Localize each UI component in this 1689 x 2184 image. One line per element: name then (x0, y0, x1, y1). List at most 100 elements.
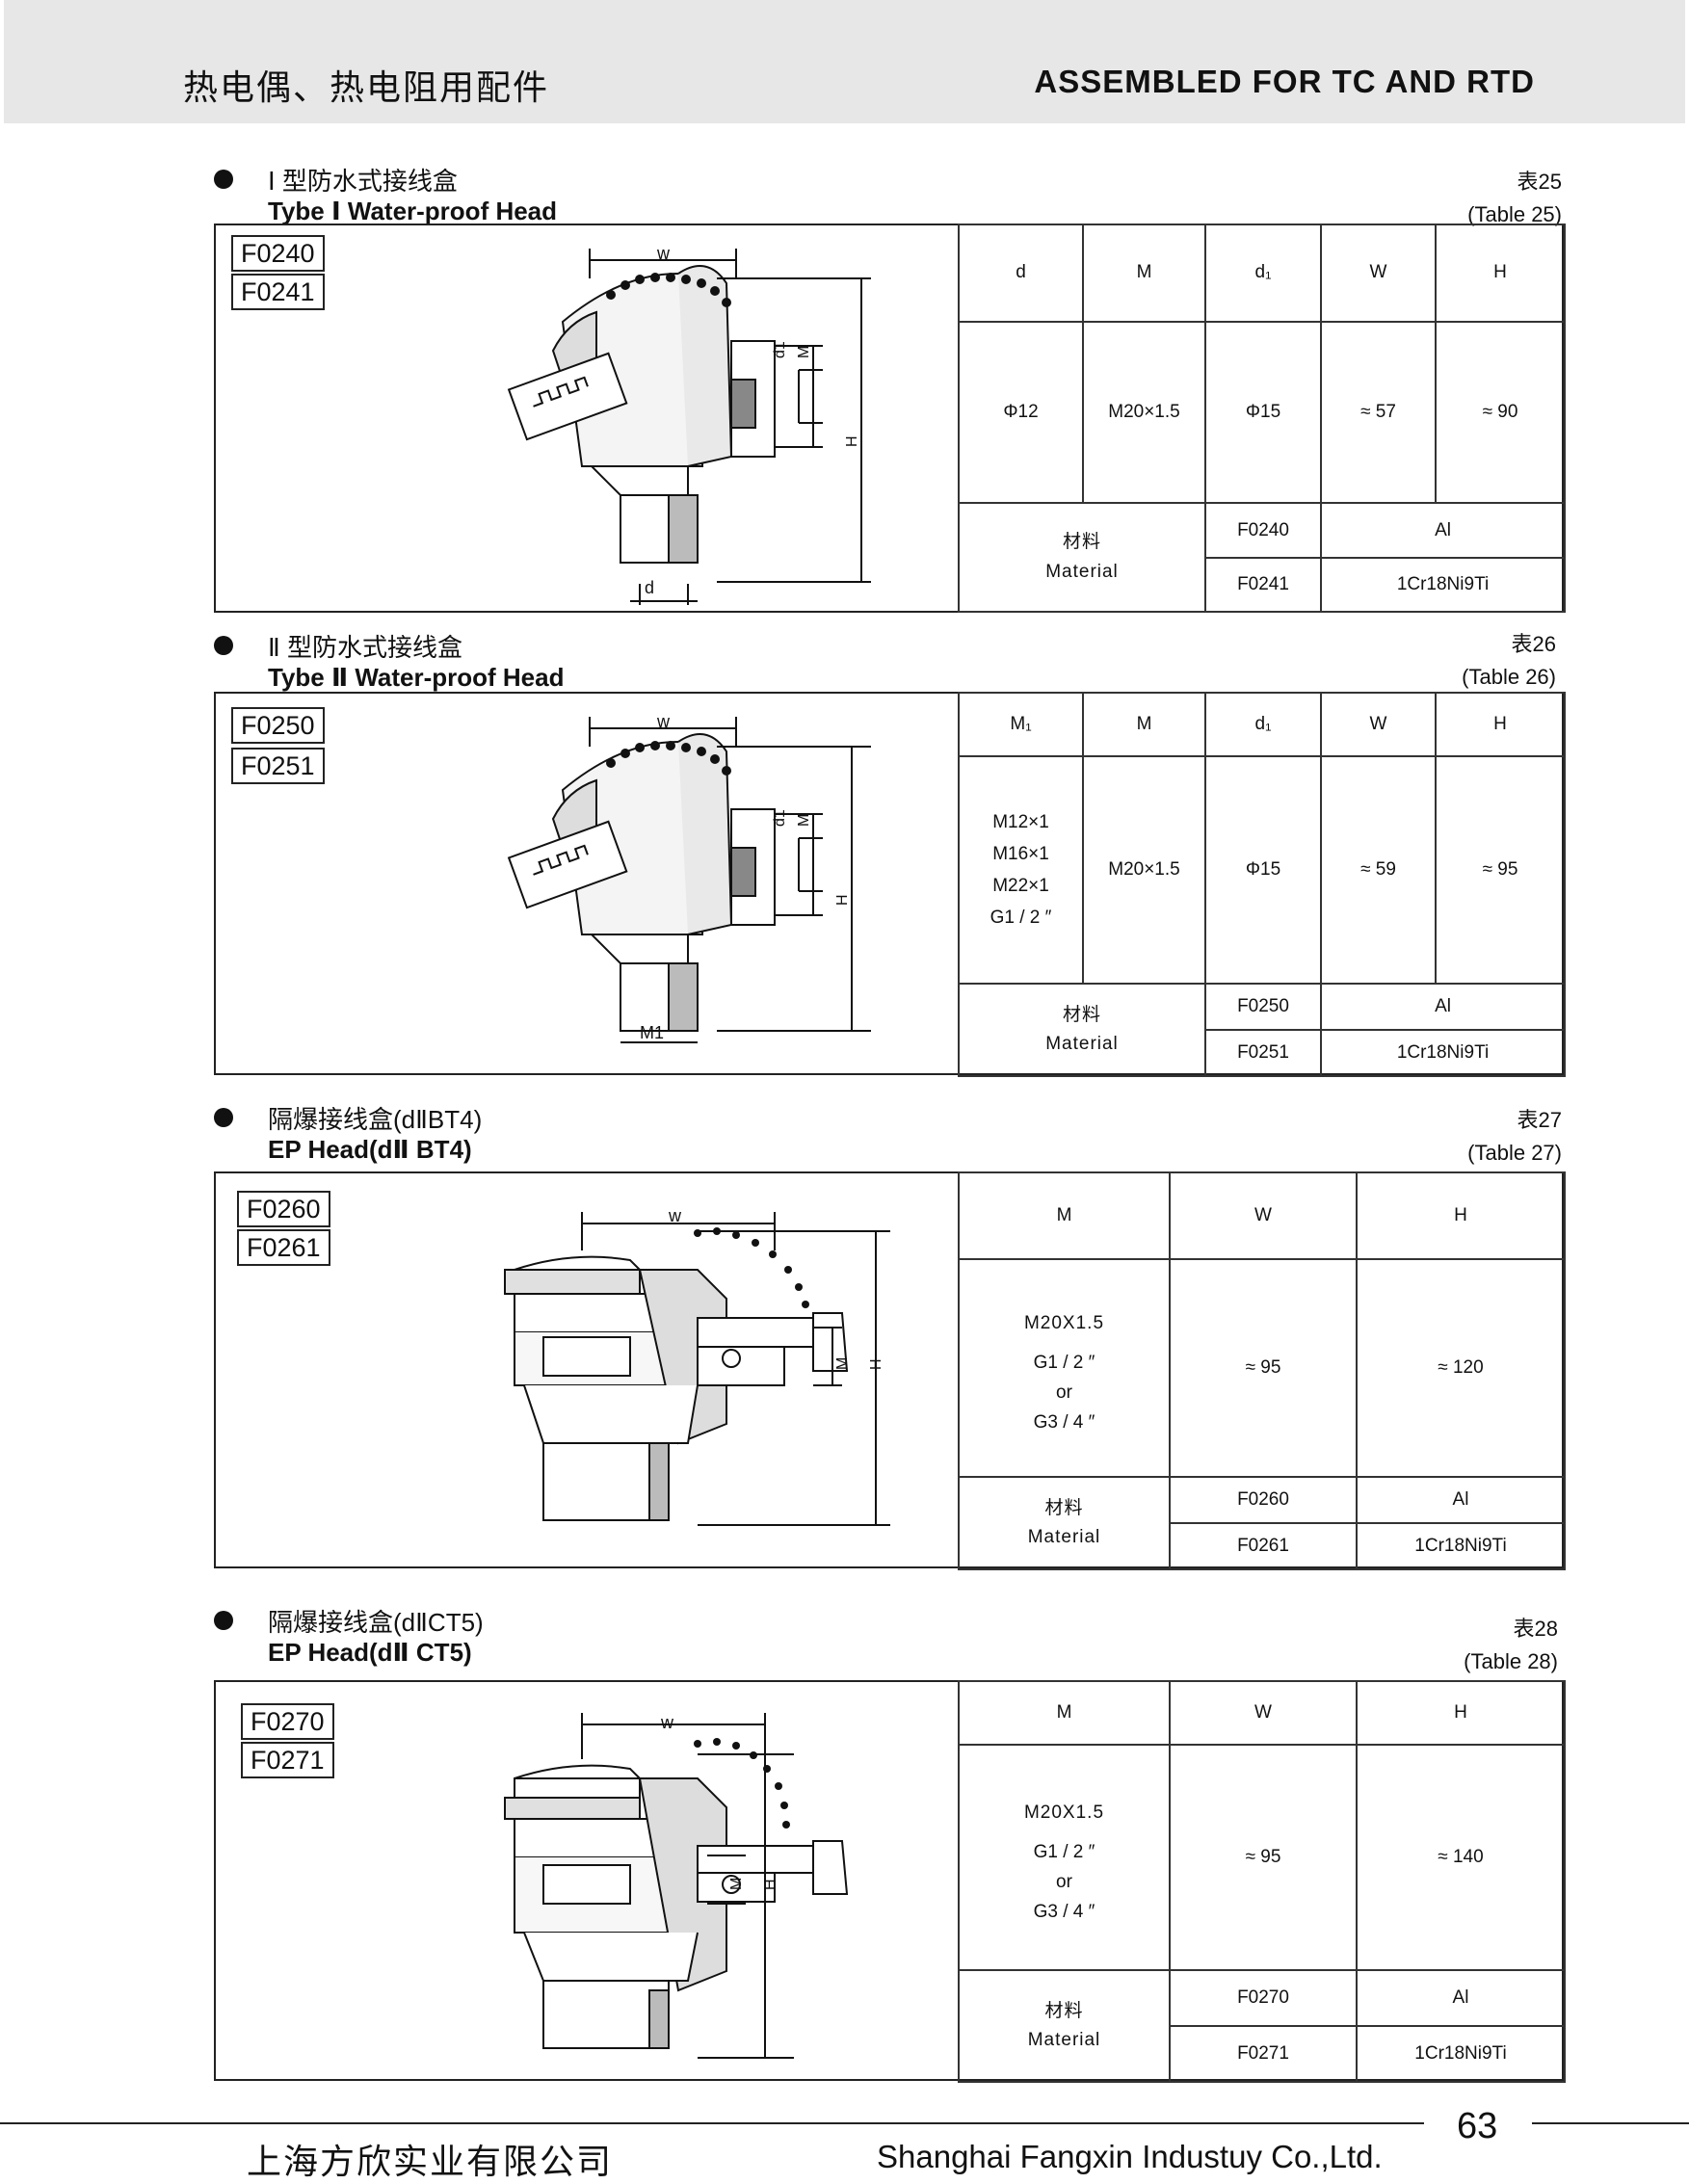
material-value: 1Cr18Ni9Ti (1356, 1522, 1566, 1570)
material-label-cn: 材料 (1062, 532, 1101, 553)
column-header: W (1320, 224, 1438, 323)
column-header: W (1320, 692, 1438, 757)
material-label-en: Material (1045, 561, 1119, 582)
material-code: F0240 (1203, 502, 1323, 559)
product-code: F0271 (241, 1742, 334, 1778)
section-title-cn: 隔爆接线盒(dⅡBT4) (268, 1105, 483, 1134)
thread-option: M20X1.5 (1023, 1802, 1105, 1823)
section-3-frame: F0260 F0261 w (214, 1171, 1564, 1568)
table-cell: M20×1.5 (1082, 755, 1206, 985)
table-cell: M20X1.5 G1 / 2 ″ or G3 / 4 ″ (958, 1258, 1171, 1478)
material-code: F0261 (1169, 1522, 1358, 1570)
spec-table-28: M W H M20X1.5 G1 / 2 ″ or G3 / 4 ″ ≈ 95 … (958, 1680, 1566, 2083)
table-number-en: (Table 27) (1467, 1141, 1562, 1166)
material-label-cn: 材料 (1062, 1004, 1101, 1025)
header-title-cn: 热电偶、热电阻用配件 (183, 67, 550, 107)
material-label-cn: 材料 (1044, 2000, 1084, 2021)
product-code: F0251 (231, 748, 325, 784)
table-cell: ≈ 57 (1320, 320, 1438, 505)
material-value: Al (1320, 983, 1567, 1031)
column-header: M (1082, 692, 1206, 757)
product-code: F0240 (231, 235, 325, 272)
section-2-frame: F0250 F0251 w (214, 692, 1564, 1075)
spec-table-25: d M d₁ W H Φ12 M20×1.5 Φ15 ≈ 57 ≈ 90 材料 … (958, 224, 1567, 614)
column-header: H (1435, 692, 1567, 757)
company-name-en: Shanghai Fangxin Industuy Co.,Ltd. (877, 2139, 1383, 2174)
header-title-en: ASSEMBLED FOR TC AND RTD (1034, 64, 1535, 99)
footer-divider (0, 2122, 1424, 2124)
material-value: 1Cr18Ni9Ti (1320, 556, 1567, 614)
table-cell: ≈ 59 (1320, 755, 1438, 985)
page-number: 63 (1457, 2106, 1498, 2146)
table-cell: ≈ 95 (1169, 1258, 1358, 1478)
product-code: F0250 (231, 707, 325, 744)
thread-option: or (1056, 1382, 1072, 1403)
dim-label-w: w (656, 712, 671, 731)
dim-label-w: w (660, 1713, 674, 1732)
material-value: Al (1356, 1969, 1566, 2027)
product-code: F0261 (237, 1229, 330, 1266)
section-4-frame: F0270 F0271 w (214, 1680, 1564, 2081)
section-title-cn: 隔爆接线盒(dⅡCT5) (268, 1608, 484, 1637)
dim-label-m: M (796, 814, 812, 827)
thread-option: G1 / 2 ″ (990, 908, 1052, 928)
material-label: 材料 Material (958, 1969, 1171, 2083)
table-number-28: 表28 (Table 28) (1464, 1613, 1558, 1678)
dim-label-w: w (656, 244, 671, 263)
material-label-en: Material (1045, 1034, 1119, 1054)
column-header: M₁ (958, 692, 1084, 757)
waterproof-head-drawing: w d1 M H M1 (507, 712, 871, 1043)
table-number-cn: 表26 (1511, 632, 1556, 656)
table-number-en: (Table 26) (1462, 665, 1556, 690)
page-header: 热电偶、热电阻用配件 ASSEMBLED FOR TC AND RTD (4, 0, 1685, 123)
table-number-26: 表26 (Table 26) (1462, 628, 1556, 694)
dim-label-m: M (834, 1357, 851, 1370)
thread-option: M16×1 (992, 844, 1049, 864)
product-code: F0241 (231, 274, 325, 310)
material-code: F0251 (1203, 1029, 1323, 1077)
column-header: d (958, 224, 1084, 323)
thread-option: G1 / 2 ″ (1033, 1842, 1095, 1862)
column-header: H (1435, 224, 1567, 323)
material-value: 1Cr18Ni9Ti (1320, 1029, 1567, 1077)
section-title-en: EP Head(dⅡ CT5) (268, 1638, 472, 1667)
material-value: Al (1356, 1476, 1566, 1524)
table-cell: M20X1.5 G1 / 2 ″ or G3 / 4 ″ (958, 1744, 1171, 1971)
column-header: H (1356, 1171, 1566, 1260)
column-header: d₁ (1203, 224, 1323, 323)
table-cell: ≈ 95 (1435, 755, 1567, 985)
table-number-cn: 表28 (1513, 1617, 1558, 1641)
product-code: F0270 (241, 1703, 334, 1740)
dim-label-h: H (868, 1358, 884, 1370)
dim-label-h: H (762, 1879, 779, 1890)
dim-label-bottom: M1 (640, 1023, 664, 1042)
bullet-icon (214, 1611, 233, 1630)
table-number-27: 表27 (Table 27) (1467, 1104, 1562, 1170)
table-cell: ≈ 90 (1435, 320, 1567, 505)
table-number-25: 表25 (Table 25) (1467, 166, 1562, 231)
spec-table-26: M₁ M d₁ W H M12×1 M16×1 M22×1 G1 / 2 ″ M… (958, 692, 1567, 1077)
material-label: 材料 Material (958, 983, 1206, 1077)
dim-label-m: M (728, 1878, 745, 1890)
table-cell: Φ15 (1203, 755, 1323, 985)
table-cell: M20×1.5 (1082, 320, 1206, 505)
thread-option: G3 / 4 ″ (1033, 1412, 1095, 1433)
material-value: Al (1320, 502, 1567, 559)
section-title-cn: Ⅱ 型防水式接线盒 (268, 633, 463, 662)
bullet-icon (214, 1108, 233, 1127)
dim-label-d1: d1 (772, 809, 788, 827)
thread-option: M12×1 (992, 812, 1049, 832)
waterproof-head-drawing: w d1 M H d (507, 244, 871, 605)
table-cell: ≈ 120 (1356, 1258, 1566, 1478)
material-code: F0241 (1203, 556, 1323, 614)
bullet-icon (214, 170, 233, 189)
dim-label-h: H (844, 435, 860, 447)
material-label: 材料 Material (958, 502, 1206, 613)
section-title-en: Tybe Ⅰ Water-proof Head (268, 197, 558, 225)
thread-option: G3 / 4 ″ (1033, 1902, 1095, 1922)
table-number-en: (Table 28) (1464, 1649, 1558, 1674)
table-cell: M12×1 M16×1 M22×1 G1 / 2 ″ (958, 755, 1084, 985)
thread-option: or (1056, 1872, 1072, 1892)
column-header: W (1169, 1171, 1358, 1260)
column-header: d₁ (1203, 692, 1323, 757)
